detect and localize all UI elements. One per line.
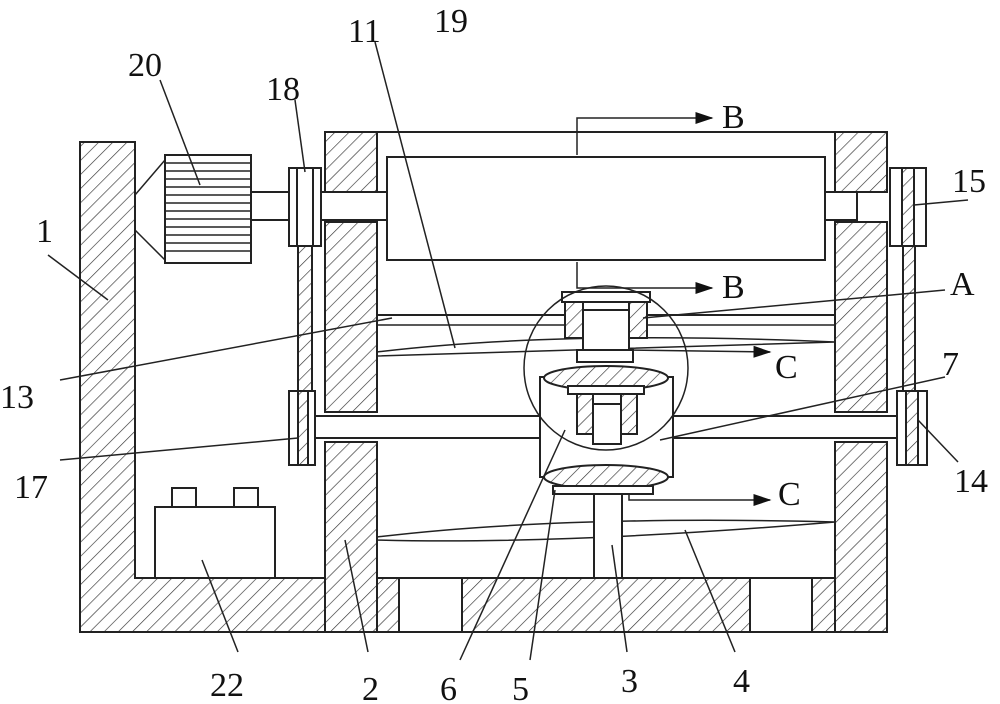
label-18: 18 — [266, 71, 300, 108]
label-c-bottom: C — [778, 476, 801, 513]
label-3: 3 — [621, 663, 638, 700]
label-a: A — [950, 266, 975, 303]
label-13: 13 — [0, 379, 34, 416]
blade-part-4 — [376, 519, 836, 542]
upper-pulley-part-18 — [288, 167, 322, 247]
roller-part-19 — [320, 156, 858, 261]
label-19: 19 — [434, 3, 468, 40]
right-lower-pulley-part-14 — [896, 390, 928, 466]
label-5: 5 — [512, 671, 529, 704]
label-b-top: B — [722, 99, 745, 136]
section-mark-b — [576, 112, 714, 294]
label-c-top: C — [775, 349, 798, 386]
vertical-shaft-part-3 — [593, 493, 623, 579]
label-6: 6 — [440, 671, 457, 704]
label-2: 2 — [362, 671, 379, 704]
motor-part-20 — [134, 154, 290, 264]
label-4: 4 — [733, 663, 750, 700]
label-20: 20 — [128, 47, 162, 84]
blade-part-11 — [376, 337, 836, 357]
label-11: 11 — [348, 13, 381, 50]
left-belt — [297, 245, 313, 392]
label-7: 7 — [942, 346, 959, 383]
right-upper-pulley-part-15 — [889, 167, 927, 247]
label-b-bottom: B — [722, 269, 745, 306]
section-mark-c — [628, 345, 772, 506]
right-belt — [902, 245, 916, 392]
label-14: 14 — [954, 463, 988, 500]
detail-circle-a — [523, 285, 689, 451]
label-1: 1 — [36, 213, 53, 250]
housing-part-2 — [324, 131, 888, 633]
box-part-22 — [154, 487, 276, 579]
lower-pulley-part-17 — [288, 390, 316, 466]
label-22: 22 — [210, 667, 244, 704]
leader-lines — [47, 41, 969, 661]
label-17: 17 — [14, 469, 48, 506]
label-15: 15 — [952, 163, 986, 200]
